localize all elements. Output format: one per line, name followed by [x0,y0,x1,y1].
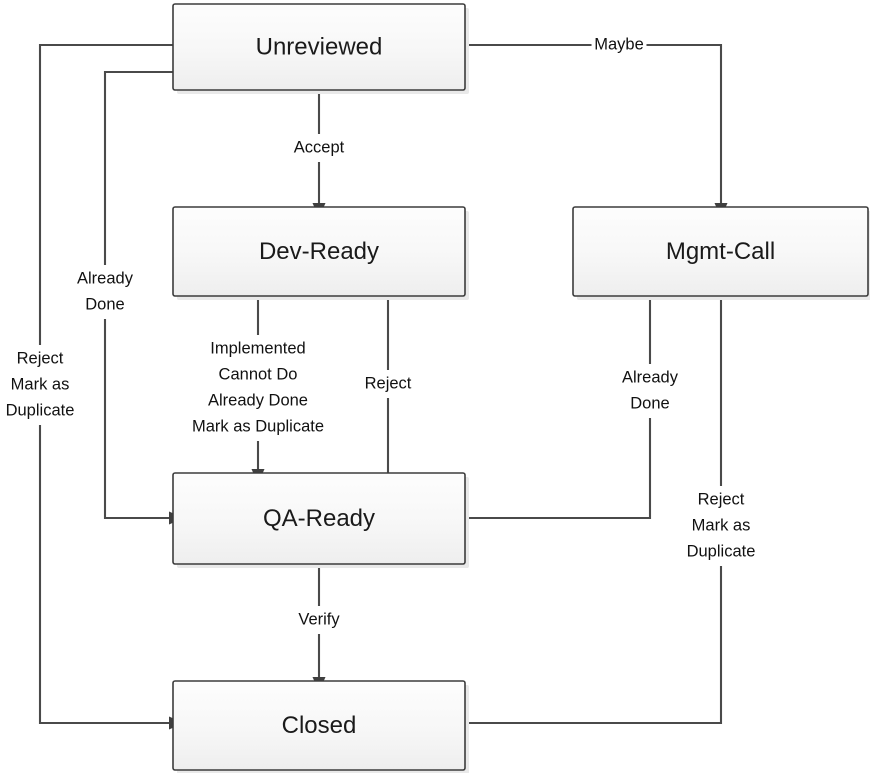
edge-label-text: Already [77,269,134,287]
edge-label-text: Done [630,394,669,412]
state-node-dev_ready[interactable]: Dev-Ready [172,206,469,300]
edge-label-text: Mark as Duplicate [192,417,324,435]
state-node-mgmt_call[interactable]: Mgmt-Call [572,206,870,300]
edge-line [469,296,723,725]
node-box[interactable] [172,206,466,297]
edge-label-text: Duplicate [687,542,756,560]
node-label: Unreviewed [256,33,383,60]
node-label: Dev-Ready [259,238,379,265]
edge-label-text: Verify [298,610,340,628]
edge-label-text: Maybe [594,35,644,53]
edge-label-unreviewed-maybe-mgmtcall: Maybe [591,31,647,59]
edge-label-text: Reject [698,490,745,508]
edge-label-backdrop [287,606,351,634]
node-box[interactable] [172,472,466,565]
node-label: QA-Ready [263,505,375,532]
node-box[interactable] [172,3,466,91]
edge-label-text: Implemented [210,339,305,357]
edge-label-backdrop [613,364,687,418]
edge-label-text: Already [622,368,679,386]
edge-label-backdrop [287,134,351,162]
edge-label-backdrop [68,265,142,319]
edge-label-text: Mark as [692,516,751,534]
state-node-closed[interactable]: Closed [172,680,469,773]
edge-label-backdrop [356,370,420,398]
edge-label-qaready-reject-devready: Reject [356,370,420,398]
node-label: Closed [282,712,357,739]
edge-label-backdrop [591,31,647,59]
edge-label-qaready-verify-closed: Verify [287,606,351,634]
edge-label-backdrop [176,335,340,441]
state-node-qa_ready[interactable]: QA-Ready [172,472,469,568]
edge-label-text: Reject [17,349,64,367]
node-label: Mgmt-Call [666,238,775,265]
state-node-unreviewed[interactable]: Unreviewed [172,3,469,94]
edge-label-text: Duplicate [6,401,75,419]
edge-label-text: Mark as [11,375,70,393]
edge-label-text: Done [85,295,124,313]
edge-label-backdrop [0,345,86,425]
edge-label-text: Accept [294,138,345,156]
edge-label-text: Cannot Do [219,365,298,383]
edge-label-backdrop [675,486,767,566]
edge-label-unreviewed-accept-devready: Accept [287,134,351,162]
node-box[interactable] [172,680,466,771]
edge-line [465,43,723,203]
edge-label-text: Reject [365,374,412,392]
edge-unreviewed-maybe-mgmtcall [465,43,728,218]
node-box[interactable] [572,206,869,297]
edge-label-text: Already Done [208,391,308,409]
